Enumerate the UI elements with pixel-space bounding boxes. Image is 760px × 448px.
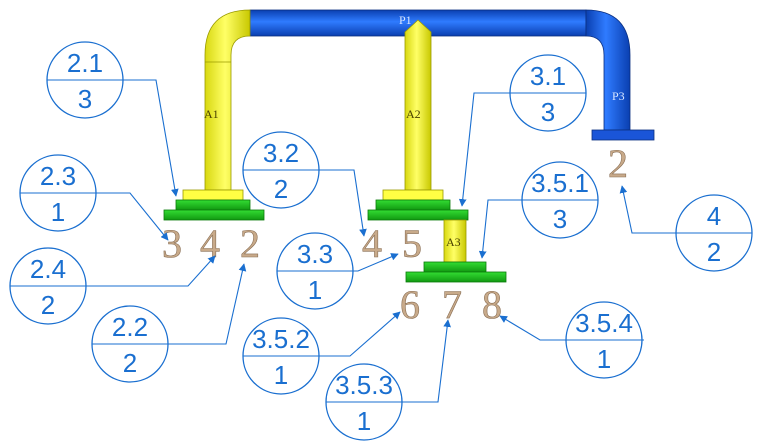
balloon-quantity: 1 <box>274 360 288 390</box>
port-number: 8 <box>482 282 502 327</box>
port-number: 6 <box>400 282 420 327</box>
balloon-3-5-4: 3.5.4 1 <box>565 301 643 379</box>
pipe-label-a2: A2 <box>406 107 421 121</box>
balloon-2-3: 2.3 1 <box>19 154 97 232</box>
pipe-a2 <box>367 19 469 221</box>
balloon-quantity: 2 <box>274 174 288 204</box>
pipe-a3 <box>405 219 507 283</box>
balloon-quantity: 3 <box>553 204 567 234</box>
balloon-item-number: 2.3 <box>40 161 76 191</box>
pipe-a1 <box>163 9 265 221</box>
port-number: 5 <box>402 221 422 266</box>
balloon-item-number: 2.1 <box>67 48 103 78</box>
port-number: 4 <box>200 221 220 266</box>
balloon-4: 4 2 <box>675 194 753 272</box>
balloon-3-5-3: 3.5.3 1 <box>325 363 403 441</box>
port-number: 3 <box>162 221 182 266</box>
pipe-p1 <box>249 9 655 141</box>
balloon-2-2: 2.2 2 <box>91 305 169 383</box>
balloon-quantity: 1 <box>308 275 322 305</box>
balloon-item-number: 4 <box>707 201 721 231</box>
port-number: 2 <box>608 141 628 186</box>
balloon-item-number: 3.5.4 <box>575 308 633 338</box>
balloon-quantity: 3 <box>78 84 92 114</box>
balloon-3-5-2: 3.5.2 1 <box>242 317 320 395</box>
balloon-item-number: 2.4 <box>30 254 66 284</box>
balloon-quantity: 2 <box>707 237 721 267</box>
balloon-quantity: 3 <box>541 97 555 127</box>
pipe-label-p1: P1 <box>399 13 412 27</box>
balloon-item-number: 3.2 <box>263 138 299 168</box>
pipe-label-p3: P3 <box>612 89 625 103</box>
balloon-item-number: 3.1 <box>530 61 566 91</box>
balloon-quantity: 2 <box>123 348 137 378</box>
balloon-item-number: 3.5.2 <box>252 324 310 354</box>
balloon-item-number: 3.3 <box>297 239 333 269</box>
balloon-quantity: 1 <box>357 406 371 436</box>
balloon-item-number: 3.5.3 <box>335 370 393 400</box>
balloon-3-5-1: 3.5.1 3 <box>521 161 599 239</box>
balloon-quantity: 1 <box>597 344 611 374</box>
balloon-3-3: 3.3 1 <box>276 232 354 310</box>
port-number: 7 <box>442 282 462 327</box>
balloon-2-4: 2.4 2 <box>9 247 87 325</box>
balloon-item-number: 2.2 <box>112 312 148 342</box>
port-number: 2 <box>240 221 260 266</box>
balloon-3-1: 3.1 3 <box>509 54 587 132</box>
balloon-quantity: 2 <box>41 290 55 320</box>
pipe-label-a1: A1 <box>204 107 219 121</box>
balloon-item-number: 3.5.1 <box>531 168 589 198</box>
balloon-quantity: 1 <box>51 197 65 227</box>
balloon-3-2: 3.2 2 <box>242 131 320 209</box>
port-number: 4 <box>362 221 382 266</box>
balloon-2-1: 2.1 3 <box>46 41 124 119</box>
pipe-label-a3: A3 <box>446 235 461 249</box>
